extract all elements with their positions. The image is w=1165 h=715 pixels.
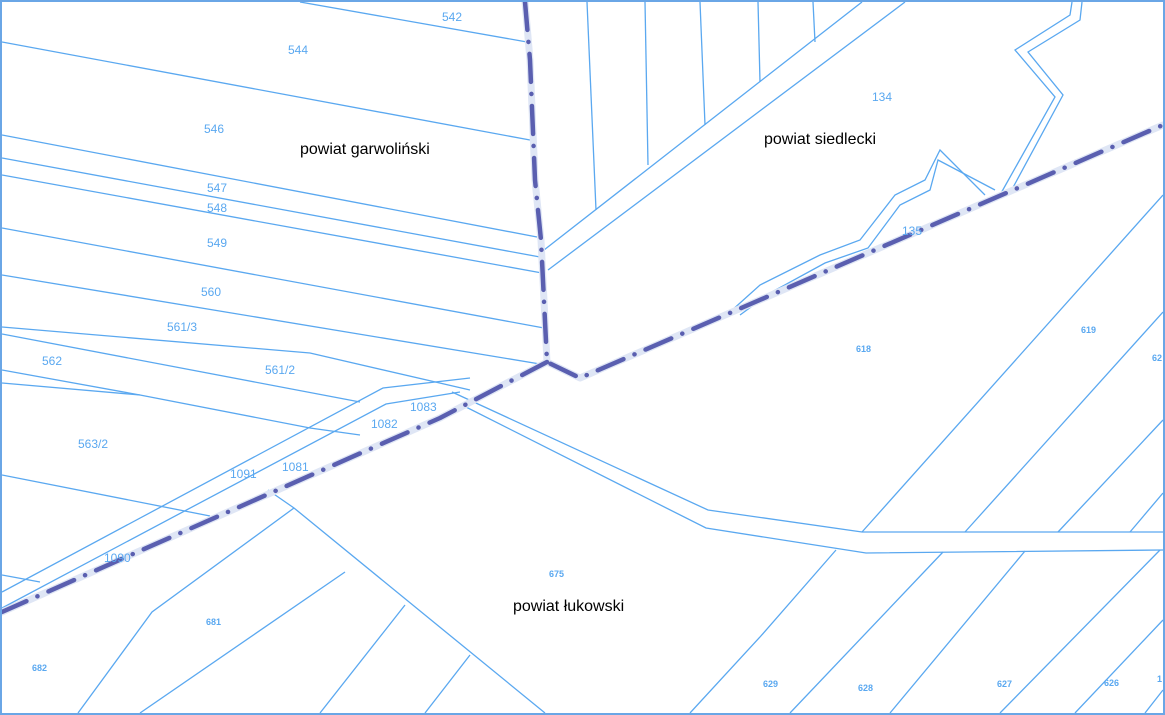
parcel-label: 1081 — [282, 460, 309, 474]
parcel-label: 544 — [288, 43, 308, 57]
parcel-line — [812, 2, 816, 43]
parcel-label: 542 — [442, 10, 462, 24]
county-boundary-south-segment — [2, 359, 550, 615]
parcel-line — [267, 489, 546, 713]
county-label-siedlecki: powiat siedlecki — [764, 131, 877, 148]
parcel-line — [2, 274, 547, 366]
parcel-label: 561/2 — [265, 363, 295, 377]
parcel-line — [424, 654, 471, 713]
parcel-line — [2, 326, 471, 391]
parcel-label: 62 — [1152, 353, 1162, 363]
parcel-line — [689, 549, 837, 713]
parcel-line — [999, 549, 1161, 713]
parcel-line — [2, 333, 361, 403]
parcel-label: 1090 — [104, 551, 131, 565]
road-edge — [461, 404, 1163, 554]
parcel-line — [1074, 619, 1163, 713]
parcel-label: 561/3 — [167, 320, 197, 334]
parcel-line — [644, 2, 649, 166]
county-boundary — [2, 2, 1163, 616]
parcel-label: 134 — [872, 90, 892, 104]
parcel-line — [2, 134, 538, 238]
parcel-label: 627 — [997, 679, 1012, 689]
parcel-line — [2, 382, 361, 436]
parcel-line — [889, 550, 1026, 713]
parcel-line — [319, 604, 406, 713]
parcel-label: 563/2 — [78, 437, 108, 451]
parcel-label: 682 — [32, 663, 47, 673]
parcel-label: 629 — [763, 679, 778, 689]
parcel-line — [2, 474, 211, 517]
parcel-line — [299, 2, 528, 43]
parcel-line — [2, 174, 543, 274]
parcel-label: 546 — [204, 122, 224, 136]
parcel-label: 619 — [1081, 325, 1096, 335]
parcel-line — [729, 148, 986, 313]
parcel-line — [999, 2, 1073, 196]
parcel-line — [586, 2, 597, 211]
parcel-label: 548 — [207, 201, 227, 215]
parcel-label: 626 — [1104, 678, 1119, 688]
parcel-line — [1144, 689, 1163, 713]
parcel-line — [1057, 419, 1163, 533]
parcel-line — [2, 157, 541, 258]
parcel-label: 1 — [1157, 674, 1162, 684]
parcel-line — [2, 41, 531, 141]
parcel-line — [2, 574, 41, 583]
parcel-label: 560 — [201, 285, 221, 299]
parcel-line — [861, 194, 1163, 533]
parcel-label: 628 — [858, 683, 873, 693]
parcel-label: 547 — [207, 181, 227, 195]
parcel-line — [2, 369, 141, 396]
parcel-label: 1083 — [410, 400, 437, 414]
parcel-line — [757, 2, 761, 83]
parcel-line — [789, 551, 944, 713]
road-edge — [2, 377, 471, 593]
parcel-line — [2, 227, 545, 329]
parcel-line — [139, 571, 346, 713]
parcel-line — [77, 507, 295, 713]
county-label-lukowski: powiat łukowski — [513, 598, 625, 615]
parcel-label: 1091 — [230, 467, 257, 481]
parcel-label: 562 — [42, 354, 62, 368]
parcel-line — [547, 2, 906, 271]
road-edge — [2, 391, 461, 609]
parcel-line — [964, 311, 1163, 533]
parcel-label: 675 — [549, 569, 564, 579]
county-boundary-north-segment — [522, 2, 1163, 381]
parcel-label: 549 — [207, 236, 227, 250]
parcel-line — [1129, 492, 1163, 533]
parcel-line — [699, 2, 706, 126]
county-label-garwolinski: powiat garwoliński — [300, 141, 430, 158]
parcel-line — [543, 2, 863, 251]
parcel-label: 681 — [206, 617, 221, 627]
parcel-label: 135 — [902, 224, 922, 238]
parcel-label: 618 — [856, 344, 871, 354]
parcel-labels: 542 544 546 547 548 549 560 561/3 561/2 … — [32, 10, 1162, 693]
parcel-label: 1082 — [371, 417, 398, 431]
road-edge — [451, 391, 1163, 533]
parcel-line — [1009, 2, 1083, 194]
